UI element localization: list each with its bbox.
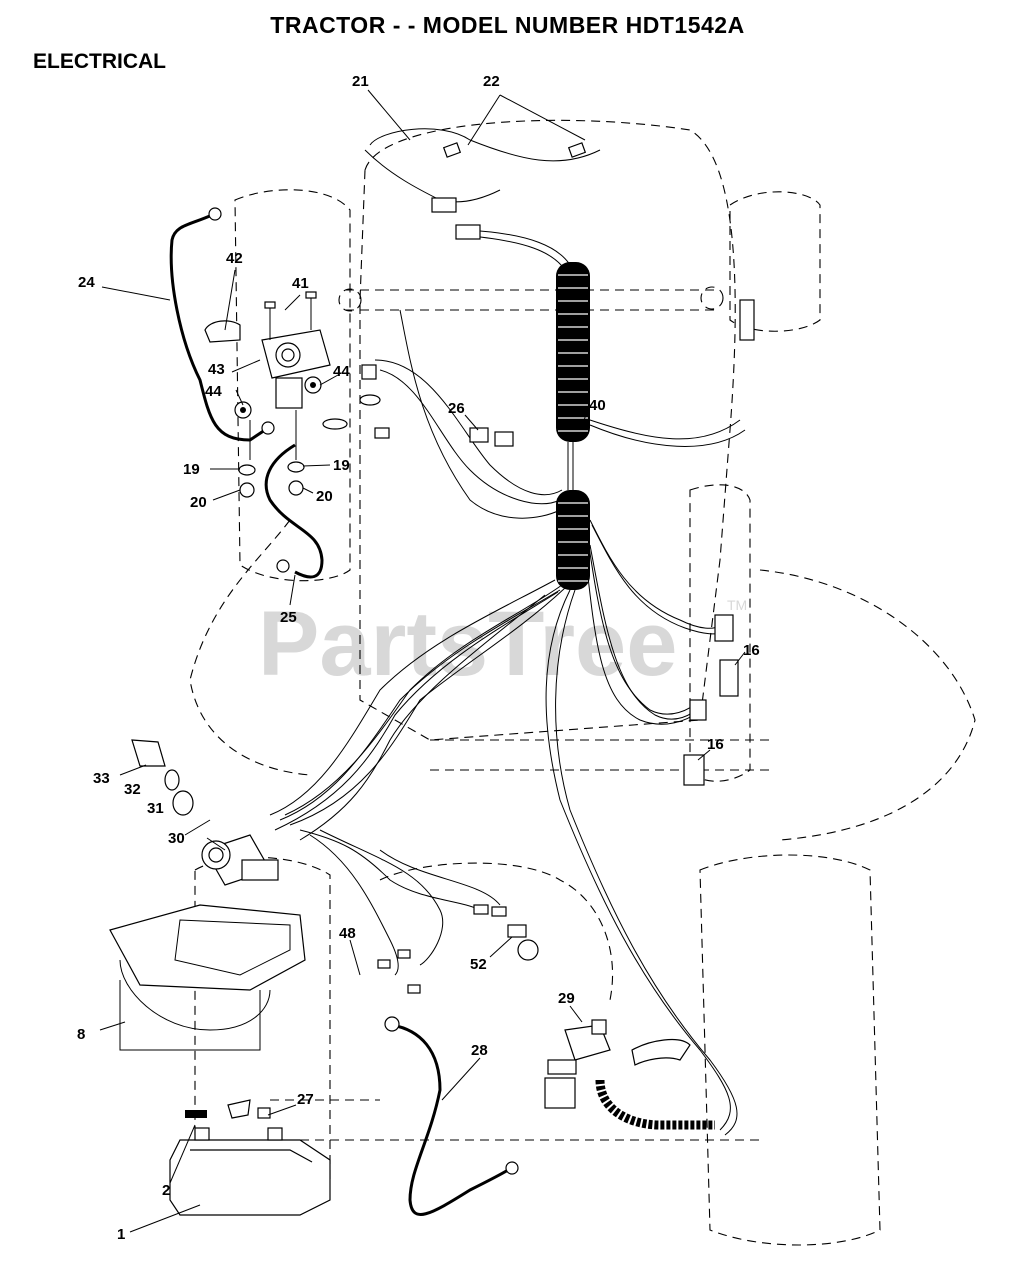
callout-40: 40: [589, 397, 606, 414]
callout-44-left: 44: [205, 383, 222, 400]
callout-8: 8: [77, 1026, 85, 1043]
callout-2: 2: [162, 1182, 170, 1199]
callout-33: 33: [93, 770, 110, 787]
callout-19-right: 19: [333, 457, 350, 474]
section-label: ELECTRICAL: [33, 50, 166, 73]
callout-31: 31: [147, 800, 164, 817]
cable-terminals: [208, 207, 519, 1175]
callout-48: 48: [339, 925, 356, 942]
callout-28: 28: [471, 1042, 488, 1059]
callout-19-left: 19: [183, 461, 200, 478]
callout-26: 26: [448, 400, 465, 417]
callout-20-left: 20: [190, 494, 207, 511]
solenoid-assembly: [204, 291, 331, 498]
callout-16-lower: 16: [707, 736, 724, 753]
connectors: [322, 142, 755, 1109]
callout-22: 22: [483, 73, 500, 90]
callout-44-right: 44: [333, 363, 350, 380]
watermark-trademark: TM: [727, 597, 747, 613]
diagram-title: TRACTOR - - MODEL NUMBER HDT1542A: [270, 12, 745, 38]
callout-32: 32: [124, 781, 141, 798]
coil-loom: [595, 1079, 715, 1130]
engine: [109, 904, 306, 1051]
callout-52: 52: [470, 956, 487, 973]
harness-loom: [556, 262, 590, 590]
callout-1: 1: [117, 1226, 125, 1243]
callout-43: 43: [208, 361, 225, 378]
callout-41: 41: [292, 275, 309, 292]
battery: [169, 1099, 331, 1216]
callout-16-upper: 16: [743, 642, 760, 659]
callout-labels: 21 22 24 42 41 43 44 44 19 19 20 20 25 2…: [77, 73, 760, 1243]
callout-25: 25: [280, 609, 297, 626]
leader-lines: [99, 89, 746, 1233]
callout-20-right: 20: [316, 488, 333, 505]
callout-29: 29: [558, 990, 575, 1007]
callout-27: 27: [297, 1091, 314, 1108]
callout-24: 24: [78, 274, 95, 291]
heavy-cables: [169, 213, 509, 1216]
callout-30: 30: [168, 830, 185, 847]
callout-42: 42: [226, 250, 243, 267]
callout-21: 21: [352, 73, 369, 90]
